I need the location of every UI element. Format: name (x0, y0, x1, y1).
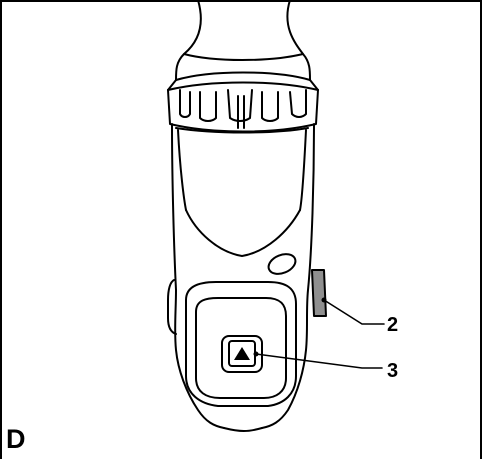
rib-2 (199, 91, 217, 122)
frame-border-top (0, 0, 482, 2)
window-bottom (185, 209, 301, 257)
collar-ring-lower (167, 81, 319, 91)
tool-neck (175, 0, 202, 81)
frame-border-right (480, 0, 482, 459)
body-bottom (223, 427, 263, 432)
keypad-housing-outer (185, 281, 297, 407)
tool-neck-right (286, 0, 311, 81)
window-right (299, 129, 307, 211)
callout-3-label: 3 (387, 360, 399, 382)
rib-1 (179, 89, 191, 118)
leader-line-2 (323, 299, 385, 325)
neck-collar-top (183, 53, 304, 61)
housing-top-edge (175, 127, 309, 134)
window-left (177, 129, 187, 211)
left-latch (167, 279, 177, 335)
leader-dot-3 (253, 351, 259, 357)
body-right-edge (261, 123, 315, 429)
leader-dot-2 (321, 297, 327, 303)
collar-left-edge (167, 79, 177, 91)
leader-line-3 (255, 353, 383, 369)
keypad-housing-inner (195, 297, 287, 399)
collar-band-outline (167, 89, 319, 133)
body-left-edge (171, 123, 225, 429)
rib-3 (227, 89, 253, 122)
arrow-up-icon (234, 347, 250, 360)
rib-4 (261, 91, 279, 122)
panel-label: D (6, 424, 26, 454)
collar-ring-upper (175, 71, 311, 81)
slide-switch (311, 269, 327, 317)
rib-5 (289, 89, 307, 118)
callout-2-label: 2 (387, 314, 399, 336)
frame-border-left (0, 0, 2, 459)
collar-right-edge (309, 79, 319, 91)
side-boss (267, 253, 297, 275)
